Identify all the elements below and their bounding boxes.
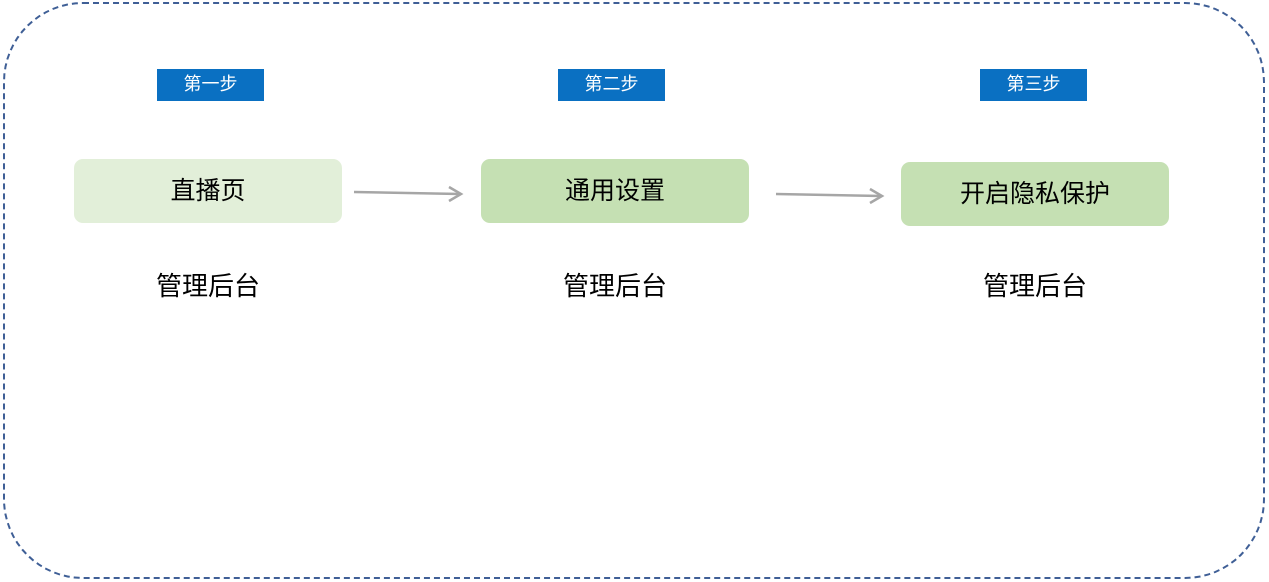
caption-1: 管理后台 xyxy=(155,272,260,302)
step-badge-2: 第二步 xyxy=(558,69,665,101)
flow-node-3: 开启隐私保护 xyxy=(901,162,1169,226)
caption-2: 管理后台 xyxy=(562,272,667,302)
caption-3: 管理后台 xyxy=(982,272,1087,302)
arrow-1 xyxy=(353,185,464,203)
flow-node-1: 直播页 xyxy=(74,159,342,223)
dashed-frame xyxy=(3,2,1265,579)
arrow-2 xyxy=(775,187,885,205)
flow-node-2: 通用设置 xyxy=(481,159,749,223)
step-badge-1: 第一步 xyxy=(157,69,264,101)
step-badge-3: 第三步 xyxy=(980,69,1087,101)
